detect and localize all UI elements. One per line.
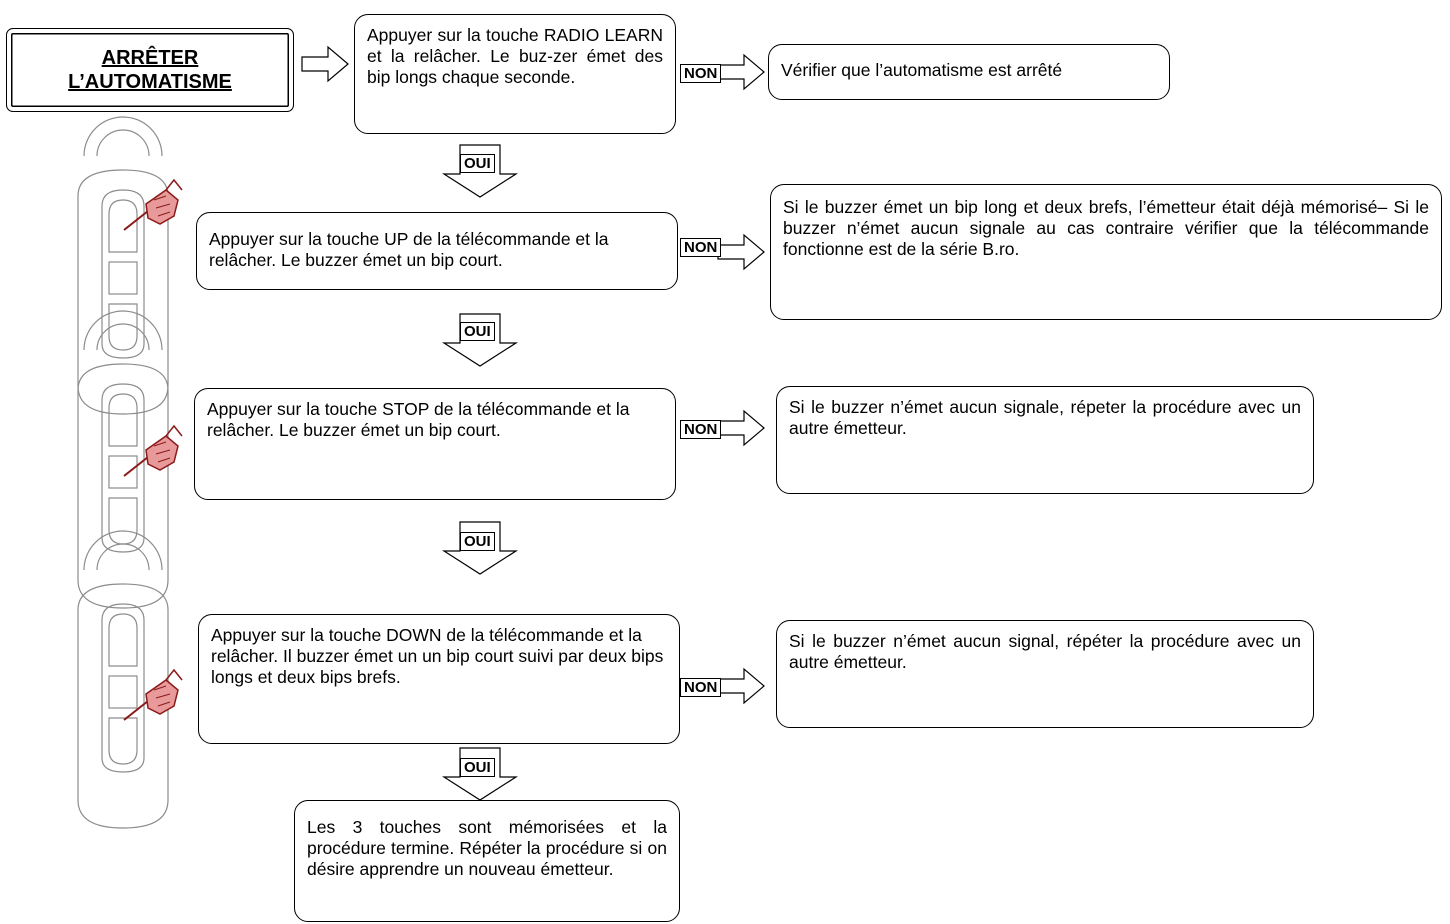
yes-label: OUI [460, 322, 495, 341]
yes-label: OUI [460, 758, 495, 777]
no-result-box-1: Vérifier que l’automatisme est arrêté [768, 44, 1170, 100]
no-label: NON [680, 420, 722, 439]
no-label: NON [680, 238, 722, 257]
step-up-text: Appuyer sur la touche UP de la télécomma… [209, 229, 609, 270]
step-down-text: Appuyer sur la touche DOWN de la télécom… [211, 625, 664, 687]
start-line-2: L’AUTOMATISME [68, 71, 232, 93]
remote-control-press-down-icon [77, 530, 183, 829]
remote-control-press-stop-icon [77, 310, 183, 609]
yes-label: OUI [460, 532, 495, 551]
no-result-box-2: Si le buzzer émet un bip long et deux br… [770, 184, 1442, 320]
step-stop-box: Appuyer sur la touche STOP de la télécom… [194, 388, 676, 500]
step-radio-learn-box: Appuyer sur la touche RADIO LEARN et la … [354, 14, 676, 134]
no-result-text-4: Si le buzzer n’émet aucun signal, répéte… [789, 631, 1301, 672]
step-down-box: Appuyer sur la touche DOWN de la télécom… [198, 614, 680, 744]
no-result-text-2: Si le buzzer émet un bip long et deux br… [783, 197, 1429, 259]
start-line-1: ARRÊTER [101, 47, 199, 69]
no-result-text-1: Vérifier que l’automatisme est arrêté [781, 60, 1063, 80]
start-box: ARRÊTER L’AUTOMATISME [6, 28, 294, 112]
no-result-box-4: Si le buzzer n’émet aucun signal, répéte… [776, 620, 1314, 728]
remote-control-press-up-icon [77, 116, 183, 415]
step-up-box: Appuyer sur la touche UP de la télécomma… [196, 212, 678, 290]
step-radio-learn-text: Appuyer sur la touche RADIO LEARN et la … [367, 25, 663, 87]
yes-label: OUI [460, 154, 495, 173]
hollow-arrow-right-icon [717, 410, 765, 446]
hollow-arrow-right-icon [717, 668, 765, 704]
step-stop-text: Appuyer sur la touche STOP de la télécom… [207, 399, 630, 440]
hollow-arrow-right-icon [301, 46, 349, 82]
hollow-arrow-right-icon [717, 54, 765, 90]
final-box: Les 3 touches sont mémorisées et la proc… [294, 800, 680, 922]
no-result-text-3: Si le buzzer n’émet aucun signale, répet… [789, 397, 1301, 438]
no-label: NON [680, 64, 722, 83]
no-result-box-3: Si le buzzer n’émet aucun signale, répet… [776, 386, 1314, 494]
final-text: Les 3 touches sont mémorisées et la proc… [307, 817, 667, 879]
hollow-arrow-right-icon [717, 234, 765, 270]
no-label: NON [680, 678, 722, 697]
